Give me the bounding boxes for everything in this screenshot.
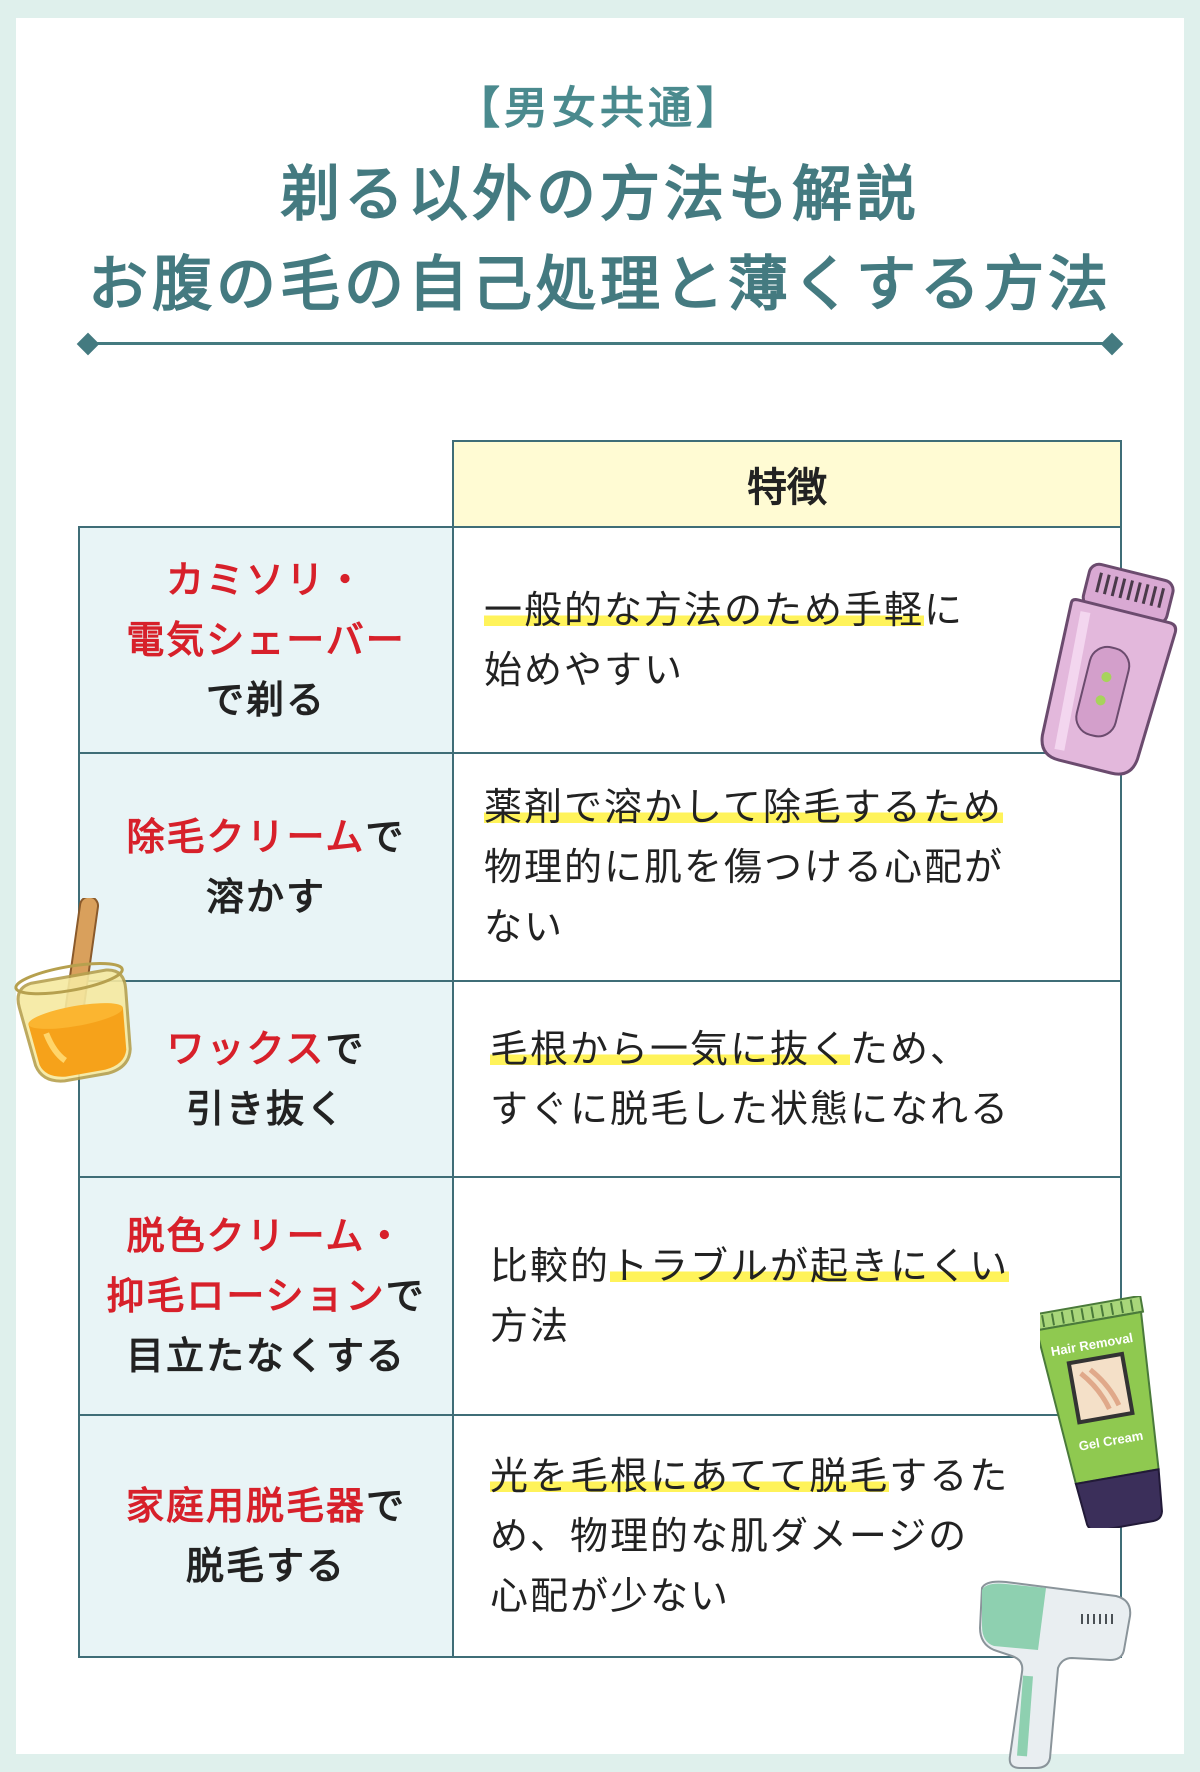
method-line: 抑毛ローションで	[106, 1266, 425, 1326]
table-row: 脱色クリーム・ 抑毛ローションで 目立たなくする 比較的トラブルが起きにくい 方…	[78, 1176, 1122, 1416]
feature-text: ため、	[850, 1027, 971, 1071]
feature-cell: 毛根から一気に抜くため、 すぐに脱毛した状態になれる	[452, 980, 1122, 1178]
feature-line: 一般的な方法のため手軽に	[484, 580, 1120, 640]
feature-cell: 比較的トラブルが起きにくい 方法	[452, 1176, 1122, 1416]
table-row: ワックスで 引き抜く 毛根から一気に抜くため、 すぐに脱毛した状態になれる	[78, 980, 1122, 1178]
method-cell: 家庭用脱毛器で 脱毛する	[78, 1414, 454, 1658]
method-line: ワックスで	[167, 1019, 366, 1079]
method-name: 抑毛ローション	[106, 1274, 386, 1318]
method-name: 電気シェーバー	[126, 618, 406, 662]
title-line-2: お腹の毛の自己処理と薄くする方法	[88, 250, 1112, 320]
feature-highlight: 薬剤で溶かして除毛するため	[484, 785, 1003, 829]
feature-line: ない	[484, 905, 565, 949]
method-action: 引き抜く	[185, 1087, 346, 1131]
method-action: で	[325, 1027, 366, 1071]
method-line: 家庭用脱毛器で	[126, 1476, 406, 1536]
method-name: 家庭用脱毛器	[125, 1484, 366, 1528]
feature-line: 始めやすい	[484, 648, 685, 692]
method-cell: 除毛クリームで 溶かす	[78, 752, 454, 982]
table-row: 家庭用脱毛器で 脱毛する 光を毛根にあてて脱毛するた め、物理的な肌ダメージの …	[78, 1414, 1122, 1658]
method-cell: ワックスで 引き抜く	[78, 980, 454, 1178]
feature-line: め、物理的な肌ダメージの	[490, 1514, 969, 1558]
cream-tube-icon: Hair Removal Gel Cream	[1040, 1296, 1163, 1528]
title-divider	[86, 342, 1114, 345]
table-header-features: 特徴	[452, 440, 1122, 526]
feature-line: 比較的トラブルが起きにくい	[490, 1236, 1120, 1296]
method-name: 脱色クリーム・	[126, 1214, 406, 1258]
feature-cell: 一般的な方法のため手軽に 始めやすい	[452, 526, 1122, 754]
feature-text: するた	[889, 1454, 1010, 1498]
epilator-icon	[1040, 562, 1178, 776]
method-name: カミソリ・	[165, 558, 366, 602]
method-cell: カミソリ・ 電気シェーバー で剃る	[78, 526, 454, 754]
method-name: 除毛クリーム	[126, 815, 366, 859]
feature-line: 毛根から一気に抜くため、	[490, 1019, 1120, 1079]
method-line: 除毛クリームで	[127, 807, 406, 867]
feature-highlight: 一般的な方法のため手軽	[484, 588, 925, 632]
method-action: 溶かす	[205, 875, 326, 919]
table-row: 除毛クリームで 溶かす 薬剤で溶かして除毛するため 物理的に肌を傷つける心配が …	[78, 752, 1122, 982]
comparison-table: 特徴 カミソリ・ 電気シェーバー で剃る 一般的な方法のため手軽に 始めやすい …	[78, 440, 1122, 1658]
feature-cell: 薬剤で溶かして除毛するため 物理的に肌を傷つける心配が ない	[452, 752, 1122, 982]
method-action: 目立たなくする	[125, 1334, 406, 1378]
method-cell: 脱色クリーム・ 抑毛ローションで 目立たなくする	[78, 1176, 454, 1416]
method-action: 脱毛する	[185, 1544, 346, 1588]
feature-highlight: トラブルが起きにくい	[610, 1244, 1010, 1288]
title-line-1: 剃る以外の方法も解説	[280, 160, 920, 230]
feature-highlight: 毛根から一気に抜く	[490, 1027, 851, 1071]
ipl-device-icon	[978, 1580, 1132, 1769]
feature-highlight: 光を毛根にあてて脱毛	[490, 1454, 890, 1498]
feature-line: 心配が少ない	[490, 1574, 731, 1618]
feature-text: に	[924, 588, 965, 632]
feature-line: 方法	[490, 1304, 571, 1348]
feature-cell: 光を毛根にあてて脱毛するた め、物理的な肌ダメージの 心配が少ない	[452, 1414, 1122, 1658]
method-action: で	[365, 815, 406, 859]
feature-line: 薬剤で溶かして除毛するため	[484, 777, 1120, 837]
title-tag: 【男女共通】	[456, 83, 744, 134]
method-name: ワックス	[166, 1027, 326, 1071]
feature-line: 光を毛根にあてて脱毛するた	[490, 1446, 1120, 1506]
feature-line: すぐに脱毛した状態になれる	[490, 1087, 1011, 1131]
table-row: カミソリ・ 電気シェーバー で剃る 一般的な方法のため手軽に 始めやすい	[78, 526, 1122, 754]
method-action: で	[385, 1274, 426, 1318]
wax-pot-icon	[14, 898, 132, 1083]
feature-text: 比較的	[490, 1244, 611, 1288]
method-action: で	[366, 1484, 407, 1528]
feature-line: 物理的に肌を傷つける心配が	[484, 845, 1005, 889]
method-action: で剃る	[205, 678, 326, 722]
